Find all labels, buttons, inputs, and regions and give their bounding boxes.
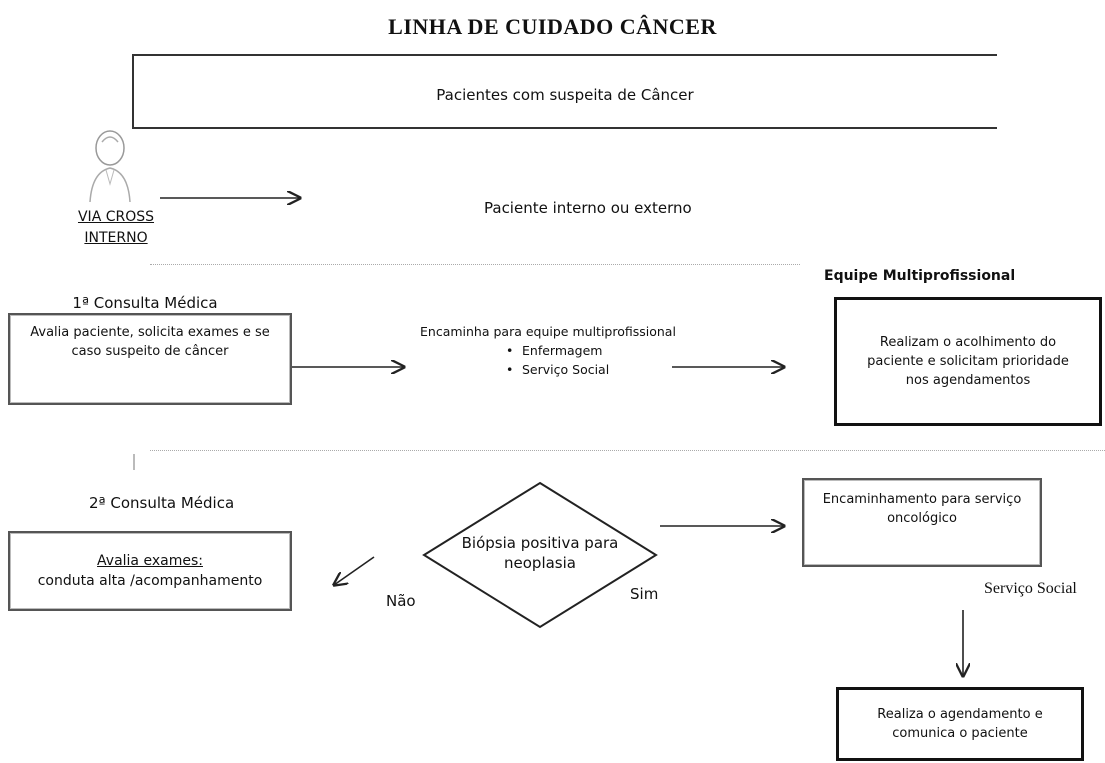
arrow-nao: [334, 556, 375, 585]
decision-yes-label: Sim: [630, 585, 659, 603]
encaminha-list: Enfermagem Serviço Social: [506, 341, 670, 379]
encaminha-item-enfermagem: Enfermagem: [506, 341, 670, 360]
encaminha-item-servico-social: Serviço Social: [506, 360, 670, 379]
oncologico-box: Encaminhamento para serviço oncológico: [802, 478, 1042, 567]
agendamento-box: Realiza o agendamento e comunica o pacie…: [836, 687, 1084, 761]
encaminha-block: Encaminha para equipe multiprofissional …: [420, 322, 676, 379]
segunda-consulta-text: conduta alta /acompanhamento: [37, 573, 263, 589]
oncologico-text: Encaminhamento para serviço oncológico: [822, 492, 1022, 526]
via-cross-line1: VIA CROSS: [77, 209, 155, 225]
servico-social-label: Serviço Social: [984, 580, 1077, 597]
via-cross-line2: INTERNO: [84, 230, 148, 246]
decision-text: Biópsia positiva para neoplasia: [461, 534, 619, 572]
primeira-consulta-text: Avalia paciente, solicita exames e se ca…: [30, 325, 270, 359]
equipe-box-text: Realizam o acolhimento do paciente e sol…: [867, 335, 1069, 388]
segunda-consulta-label: Avalia exames:: [97, 553, 203, 569]
equipe-heading: Equipe Multiprofissional: [824, 268, 1016, 284]
encaminha-heading: Encaminha para equipe multiprofissional: [420, 324, 676, 339]
divider-middle: [150, 450, 1105, 451]
paciente-interno-externo: Paciente interno ou externo: [484, 199, 692, 217]
doctor-icon: [89, 130, 131, 203]
primeira-consulta-heading: 1ª Consulta Médica: [72, 294, 218, 312]
primeira-consulta-box: Avalia paciente, solicita exames e se ca…: [8, 313, 292, 405]
divider-top: [150, 264, 800, 265]
top-box-label: Pacientes com suspeita de Câncer: [436, 86, 694, 104]
equipe-box: Realizam o acolhimento do paciente e sol…: [834, 297, 1102, 426]
segunda-consulta-box: Avalia exames: conduta alta /acompanhame…: [8, 531, 292, 611]
via-cross-label: VIA CROSS INTERNO: [72, 207, 160, 249]
segunda-consulta-heading: 2ª Consulta Médica: [89, 494, 235, 512]
agendamento-text: Realiza o agendamento e comunica o pacie…: [877, 707, 1043, 741]
decision-no-label: Não: [386, 592, 416, 610]
diagram-title: LINHA DE CUIDADO CÂNCER: [388, 14, 717, 39]
